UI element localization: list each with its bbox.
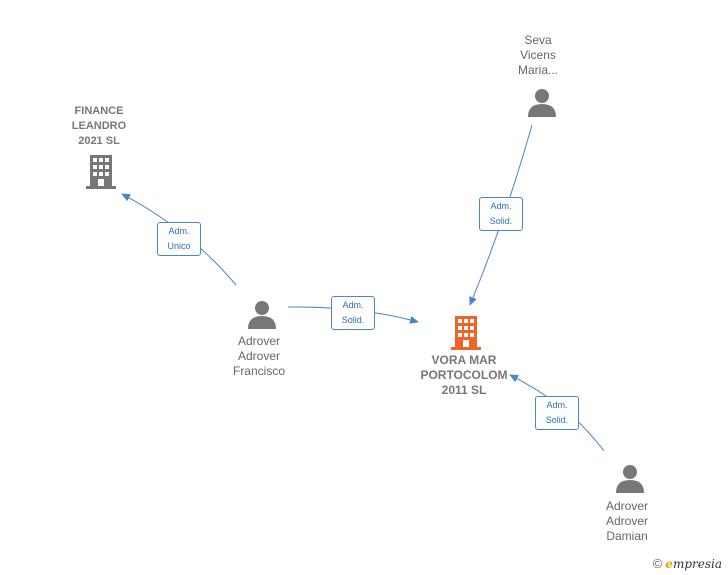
label-line: Maria... (517, 63, 558, 77)
edge-label-line: Solid. (341, 315, 365, 325)
brand-initial: e (665, 556, 673, 571)
building-icon[interactable] (86, 155, 116, 189)
edge-label-adm-solid-damian[interactable]: Adm. Solid. (535, 396, 579, 430)
label-line: Adrover (237, 334, 281, 348)
node-label-adrover-francisco[interactable]: Adrover Adrover Francisco (199, 334, 319, 379)
brand-name: mpresia (672, 556, 722, 571)
label-line: Damian (606, 529, 648, 543)
label-line: Francisco (232, 364, 285, 378)
person-icon[interactable] (248, 301, 276, 329)
label-line: Vicens (520, 48, 556, 62)
edge-label-adm-solid-francisco[interactable]: Adm. Solid. (331, 296, 375, 330)
edge-label-adm-unico[interactable]: Adm. Unico (157, 222, 201, 256)
node-label-vora-mar[interactable]: VORA MAR PORTOCOLOM 2011 SL (404, 353, 524, 398)
label-line: 2011 SL (441, 383, 487, 397)
label-line: 2021 SL (78, 135, 120, 147)
edge-label-line: Adm. (168, 226, 190, 236)
label-line: Seva (524, 33, 552, 47)
node-label-finance-leandro[interactable]: FINANCE LEANDRO 2021 SL (39, 104, 159, 149)
label-line: VORA MAR (431, 353, 497, 367)
edge-label-line: Adm. (490, 201, 512, 211)
edge-label-line: Adm. (546, 400, 568, 410)
label-line: LEANDRO (71, 120, 127, 132)
label-line: PORTOCOLOM (420, 368, 508, 382)
edge-label-line: Solid. (545, 415, 569, 425)
person-icon[interactable] (616, 465, 644, 493)
edge-label-adm-solid-seva[interactable]: Adm. Solid. (479, 197, 523, 231)
copyright-symbol: © (652, 556, 663, 571)
label-line: Adrover (605, 514, 649, 528)
edge-label-line: Unico (167, 241, 191, 251)
edge-label-line: Solid. (489, 216, 513, 226)
edge-label-line: Adm. (342, 300, 364, 310)
label-line: FINANCE (74, 105, 124, 117)
node-label-seva-vicens[interactable]: Seva Vicens Maria... (478, 33, 598, 78)
person-icon[interactable] (528, 89, 556, 117)
label-line: Adrover (605, 499, 649, 513)
node-label-adrover-damian[interactable]: Adrover Adrover Damian (567, 499, 687, 544)
label-line: Adrover (237, 349, 281, 363)
building-icon[interactable] (451, 316, 481, 350)
